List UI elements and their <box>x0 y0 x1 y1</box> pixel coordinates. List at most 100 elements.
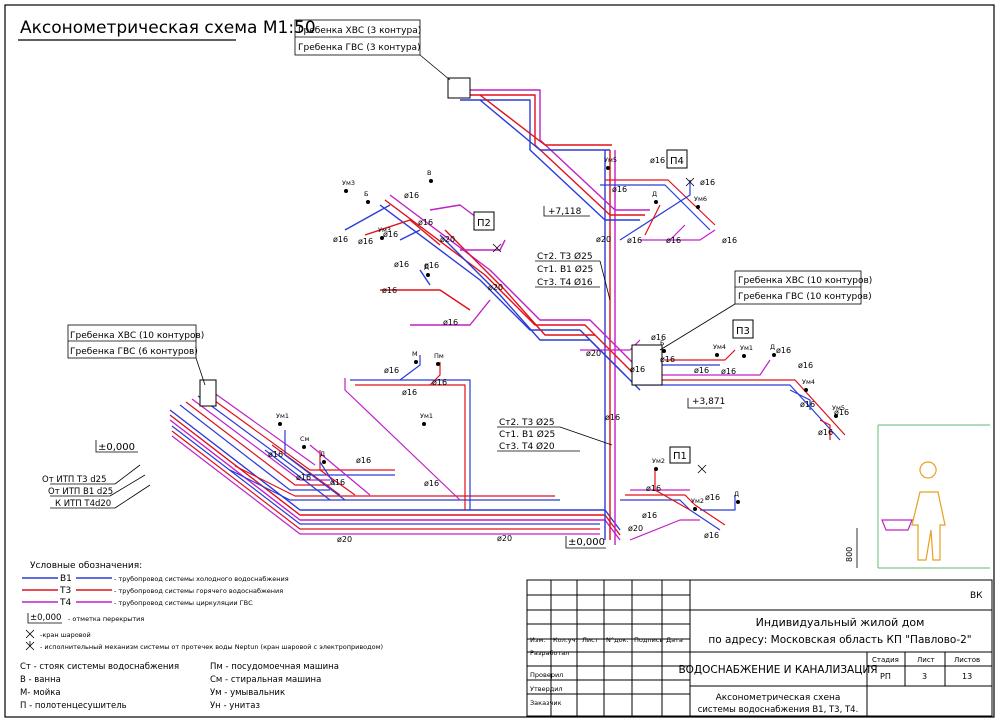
fixture-point <box>422 422 426 426</box>
pipe-diameter-labels: ø16 ø16 ø16 ø16 ø16 ø16 ø16 ø16 ø16 ø16 ø16 ø16 ø16 ø… <box>268 156 849 544</box>
pipe-diameter-label: ø16 <box>694 366 709 375</box>
fixture-point <box>366 200 370 204</box>
stamp-col-header: Подпись <box>634 636 663 644</box>
pipe-circ <box>309 444 371 496</box>
stamp-col-header: N°док. <box>606 636 629 644</box>
pipe-diameter-label: ø16 <box>800 400 815 409</box>
manifold-right-label: Гребенка ГВС (10 контуров) <box>738 292 872 302</box>
pipe-hot <box>384 199 646 386</box>
pipe-diameter-label: ø16 <box>424 479 439 488</box>
fixture-point <box>426 273 430 277</box>
level-label-zero-left: ±0,000 <box>98 442 135 453</box>
actuator-valve-icon <box>25 641 35 651</box>
fixture-label: Ум4 <box>802 378 815 386</box>
riser-upper-leader <box>599 260 611 301</box>
level-label-zero-bottom: ±0,000 <box>568 537 605 548</box>
pipe-diameter-label: ø16 <box>722 236 737 245</box>
legend-code: Т3 <box>59 586 71 596</box>
pipe-diameter-label: ø20 <box>586 349 601 358</box>
pipe-hot <box>479 94 612 146</box>
pipe-hot <box>169 414 621 536</box>
callout-left-leader <box>195 357 206 386</box>
pipe-diameter-label: ø16 <box>627 236 642 245</box>
room-tag-box <box>473 211 495 231</box>
fixture-label: В <box>427 169 431 177</box>
pipe-diameter-label: ø16 <box>666 236 681 245</box>
legend: Условные обозначения: В1 Т3 Т4 - трубопр… <box>20 561 383 711</box>
fixture-point <box>436 362 440 366</box>
fixture-point <box>344 189 348 193</box>
pipe-diameter-label: ø16 <box>383 230 398 239</box>
legend-neptun-text: - исполнительный механизм системы от про… <box>40 643 383 651</box>
upper-route <box>460 89 650 221</box>
level-label-plus3: +3,871 <box>692 397 725 407</box>
pipe-circ <box>169 419 621 541</box>
title-block <box>526 579 993 717</box>
pipe-cold <box>479 99 610 151</box>
manifold-left <box>199 379 217 407</box>
pipe-diameter-label: ø16 <box>705 493 720 502</box>
pipe-diameter-label: ø16 <box>418 218 433 227</box>
fixture-label: Ум3 <box>342 179 355 187</box>
stamp-sheet-title: системы водоснабжения В1, Т3, Т4. <box>698 705 859 715</box>
stamp-stage-header: Лист <box>917 656 935 664</box>
legend-valve-text: -кран шаровой <box>40 631 91 639</box>
pipe-diameter-label: ø16 <box>404 191 419 200</box>
manifold-top-label: Гребенка ХВС (3 контура) <box>298 26 421 36</box>
pipe-hot <box>645 379 846 436</box>
pipe-cold <box>439 234 626 376</box>
pipe-cold <box>600 184 711 231</box>
pipe-diameter-label: ø16 <box>402 388 417 397</box>
pipe-circ <box>650 359 771 376</box>
stamp-stage-header: Стадия <box>872 656 899 664</box>
stamp-stage-value: 3 <box>922 672 927 681</box>
abbr-left: М- мойка <box>20 688 61 698</box>
pipe-diameter-label: ø20 <box>497 534 512 543</box>
ball-valve-icon <box>25 629 35 639</box>
manifold-boxes <box>199 77 663 407</box>
pipe-circ <box>209 389 316 466</box>
legend-text: - трубопровод системы холодного водоснаб… <box>114 575 289 583</box>
main-trunk <box>169 409 621 541</box>
pipe-hot <box>605 179 716 226</box>
pipe-diameter-label: ø16 <box>356 456 371 465</box>
legend-text: - трубопровод системы горячего водоснабж… <box>114 587 283 595</box>
pipe-diameter-label: ø16 <box>296 473 311 482</box>
pipe-circ <box>669 224 686 241</box>
pipe-hot <box>380 289 471 311</box>
level-label-plus7: +7,118 <box>548 207 582 217</box>
pipe-diameter-label: ø20 <box>628 524 643 533</box>
pipe-cold <box>171 425 600 525</box>
pipe-hot <box>665 349 736 361</box>
fixture-point <box>693 507 697 511</box>
level-mark-zero-left <box>95 440 138 453</box>
pipe-diameter-label: ø16 <box>358 237 373 246</box>
manifold-right-label: Гребенка ХВС (10 контуров) <box>738 276 872 286</box>
pipe-hot <box>203 392 395 471</box>
fixture-label: М <box>412 350 418 358</box>
fixture-point <box>804 388 808 392</box>
fixture-point <box>696 205 700 209</box>
washbasin-icon <box>881 519 913 531</box>
pipe-diameter-label: ø16 <box>660 355 675 364</box>
pipe-diameter-label: ø20 <box>337 535 352 544</box>
fixture-label: Б <box>364 190 368 198</box>
legend-text: - трубопровод системы циркуляции ГВС <box>114 599 253 607</box>
level-mark-plus7 <box>543 206 590 217</box>
pipe-cold <box>319 461 336 486</box>
fixture-label: Ум4 <box>713 343 726 351</box>
room-tag-box <box>666 149 688 169</box>
manifold-right <box>631 344 663 386</box>
manifold-top <box>447 77 471 99</box>
pipe-cold <box>350 379 471 510</box>
riser-lower-label: Ст3. Т4 Ø20 <box>499 441 555 452</box>
pipe-circ <box>410 299 491 326</box>
fixture-point <box>414 360 418 364</box>
fixture-point <box>654 200 658 204</box>
branch-right <box>580 339 846 441</box>
stamp-stage-header: Листов <box>954 656 980 664</box>
fixture-label: Ум5 <box>604 156 617 164</box>
room-tags: П4 П2 П3 П1 <box>473 149 754 464</box>
fixture-point <box>380 236 384 240</box>
fixture-label: Д <box>734 490 739 498</box>
